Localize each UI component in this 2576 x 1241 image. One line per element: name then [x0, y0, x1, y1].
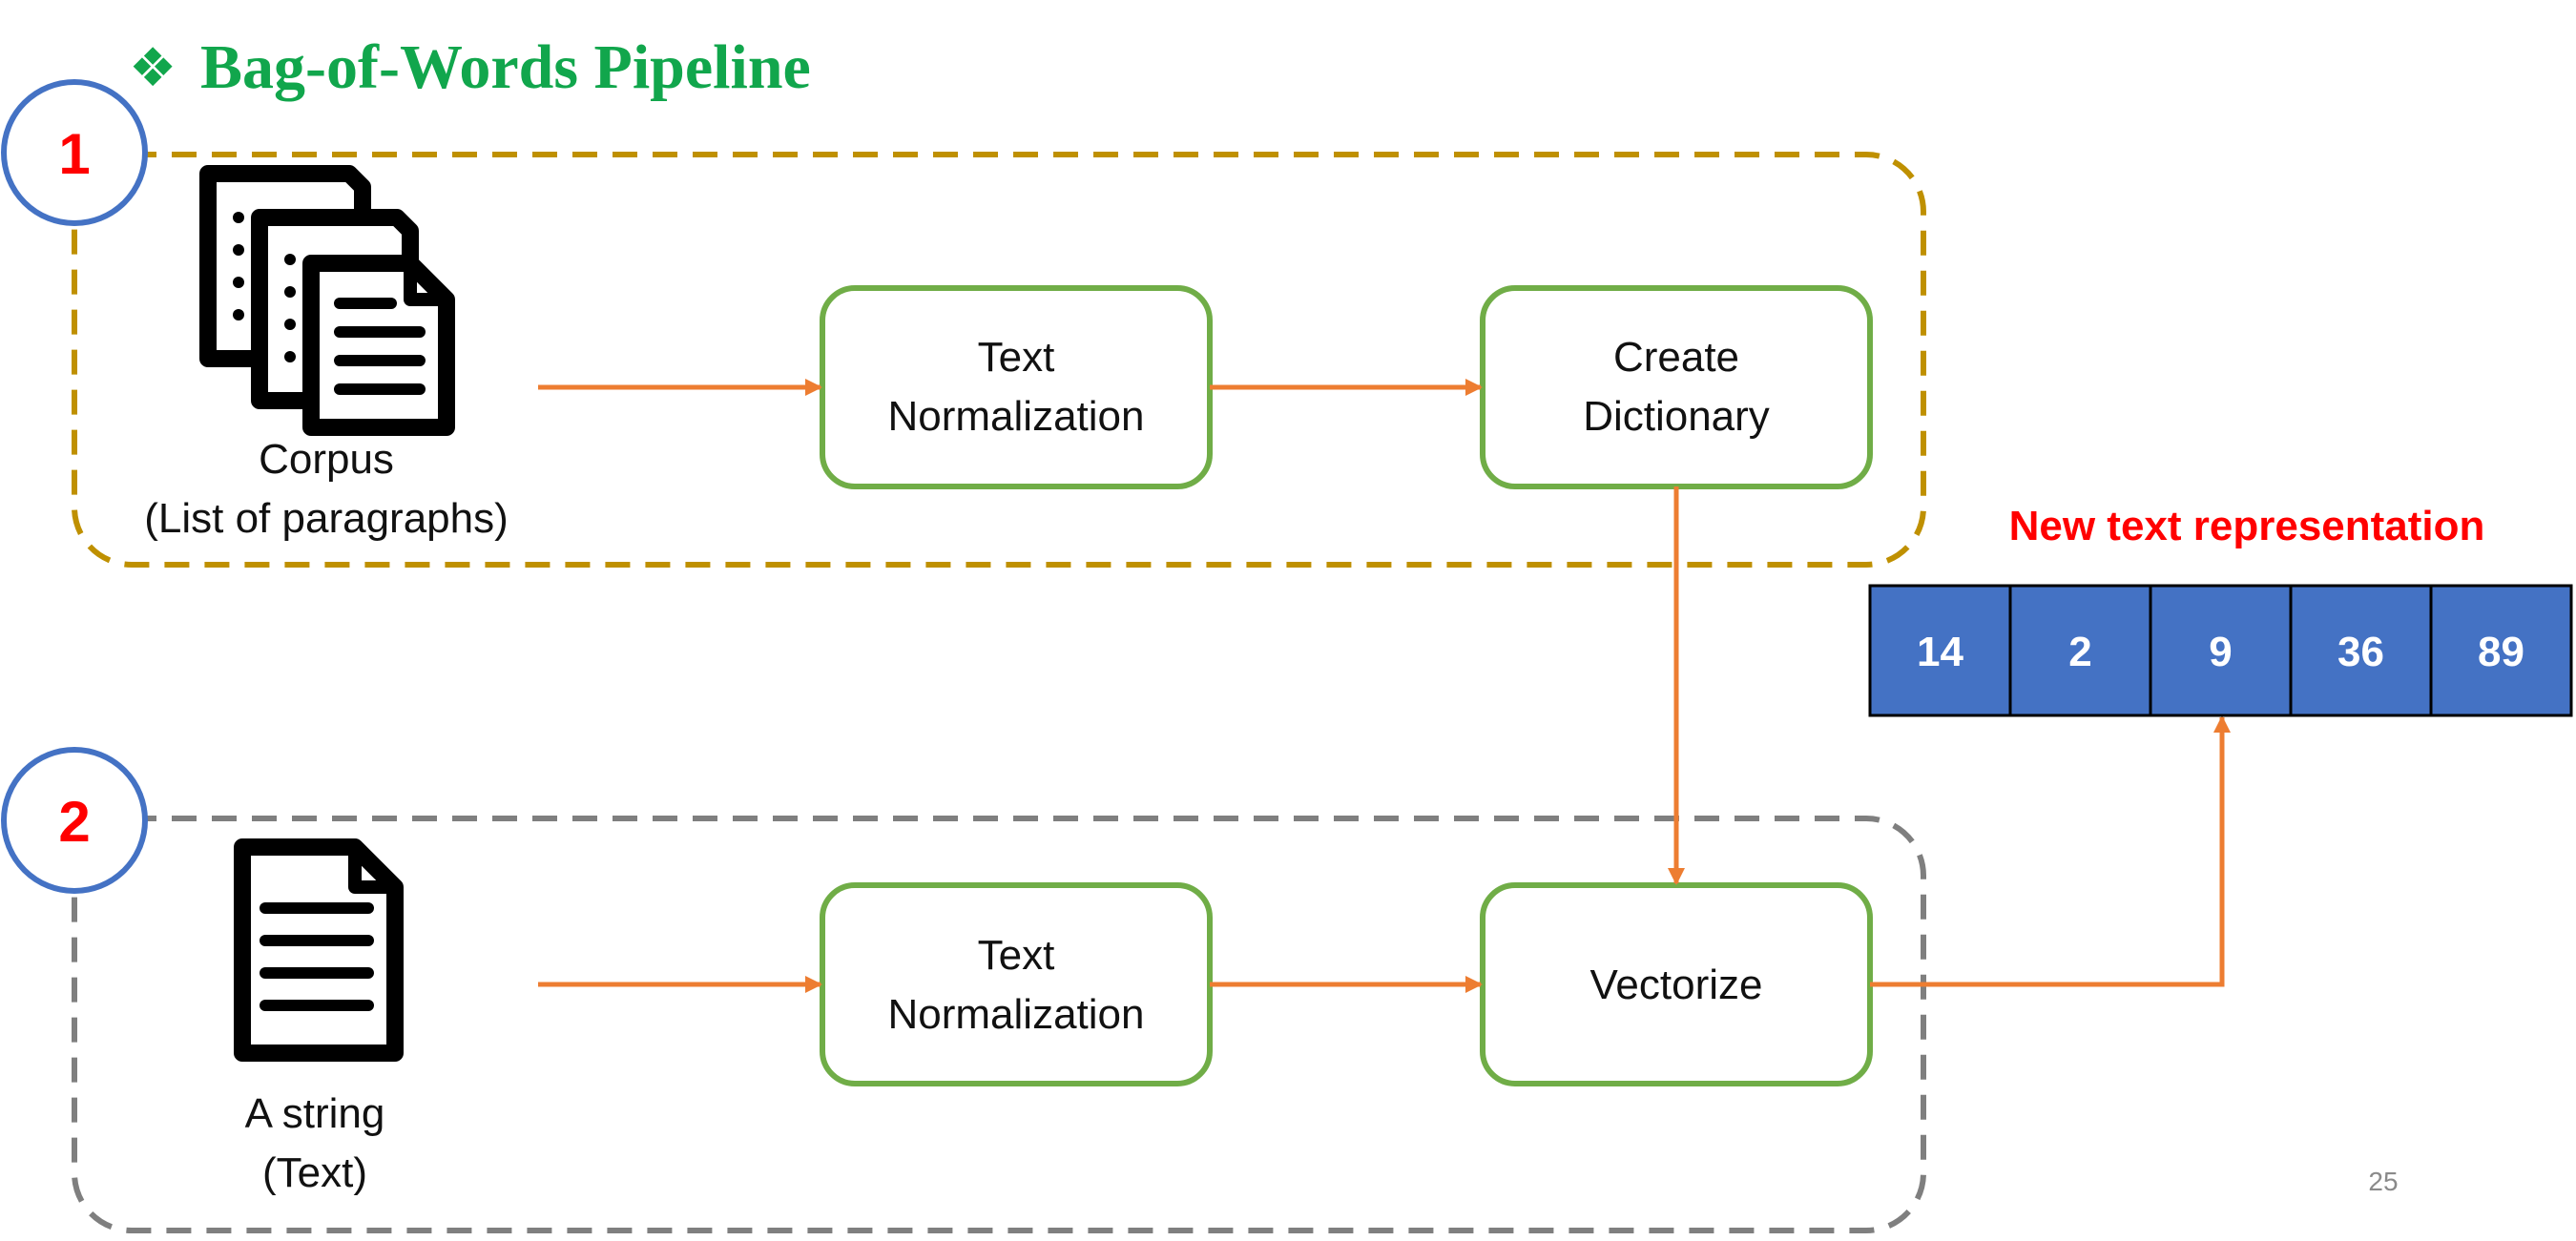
title-text: Bag-of-Words Pipeline	[200, 32, 811, 102]
box-label-line2: Dictionary	[1583, 393, 1770, 440]
create-dictionary-box: Create Dictionary	[1480, 285, 1873, 489]
vector-cell: 14	[1868, 584, 2012, 717]
vector-cell: 36	[2289, 584, 2433, 717]
box-label-line1: Text	[978, 334, 1055, 381]
box-label-line2: Normalization	[888, 393, 1145, 440]
string-label-line1: A string	[245, 1090, 385, 1137]
corpus-label-line2: (List of paragraphs)	[144, 495, 509, 542]
vectorize-box: Vectorize	[1480, 882, 1873, 1086]
string-label-line2: (Text)	[262, 1149, 367, 1196]
box-label-line1: Create	[1613, 334, 1739, 381]
vector-cell-value: 9	[2209, 629, 2232, 675]
vector-cell-value: 14	[1917, 629, 1963, 675]
title-bullet-icon: ❖	[129, 37, 177, 99]
vector-cell: 9	[2149, 584, 2293, 717]
box-label: Vectorize	[1590, 962, 1763, 1008]
group-1-container	[72, 152, 1926, 568]
group-2-container	[72, 816, 1926, 1233]
text-normalization-box-2: Text Normalization	[820, 882, 1213, 1086]
vector-cell: 89	[2429, 584, 2573, 717]
document-icon	[234, 838, 404, 1062]
slide-title: ❖ Bag-of-Words Pipeline	[129, 32, 811, 102]
document-stack-icon	[199, 165, 455, 436]
page-number: 25	[2368, 1167, 2398, 1196]
corpus-label-line1: Corpus	[259, 436, 394, 483]
text-normalization-box-1: Text Normalization	[820, 285, 1213, 489]
flow-arrows	[538, 379, 2231, 993]
vector-cell-box	[2008, 584, 2152, 717]
step-2-number: 2	[58, 790, 90, 854]
output-vector: 14 2 9 36 89	[1868, 584, 2573, 717]
vector-cell-value: 89	[2478, 629, 2524, 675]
box-label-line2: Normalization	[888, 991, 1145, 1038]
output-title: New text representation	[2009, 503, 2485, 549]
arrow-vectorize-to-output	[1870, 715, 2231, 987]
step-2-badge: 2	[1, 747, 148, 894]
step-1-badge: 1	[1, 79, 148, 226]
box-label-line1: Text	[978, 932, 1055, 979]
step-1-number: 1	[58, 122, 90, 186]
vector-cell-box	[2429, 584, 2573, 717]
vector-cell-box	[1868, 584, 2012, 717]
vector-cell-value: 2	[2068, 629, 2091, 675]
vector-cell-value: 36	[2337, 629, 2384, 675]
vector-cell: 2	[2008, 584, 2152, 717]
